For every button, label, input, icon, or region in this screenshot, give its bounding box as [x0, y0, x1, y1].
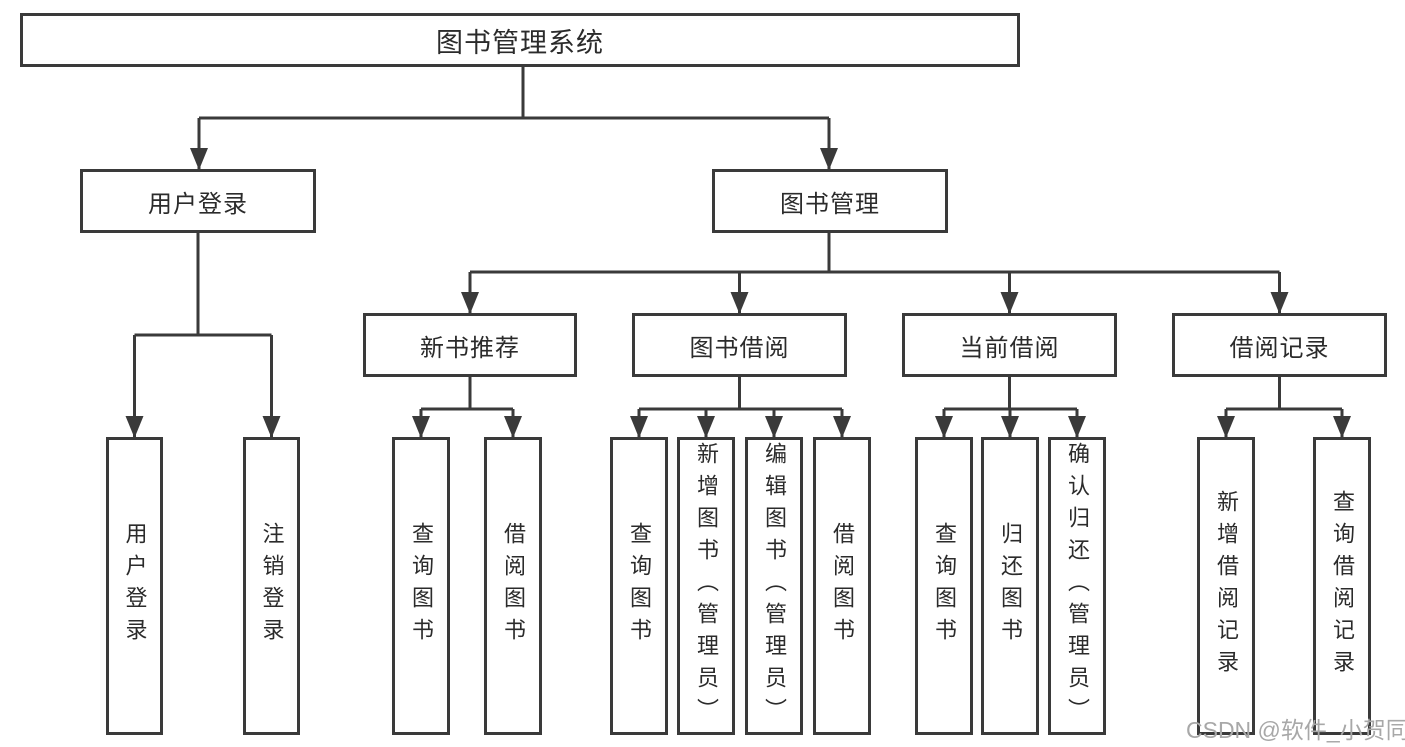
node-label: 查询借阅记录 [1330, 490, 1355, 682]
node-current-borrowing: 当前借阅 [902, 313, 1117, 377]
node-label: 图书管理 [780, 190, 880, 218]
node-label: 图书管理系统 [436, 27, 604, 58]
node-label: 查询图书 [627, 522, 652, 650]
node-label: 确认归还（管理员） [1065, 442, 1090, 730]
node-new-book-recommendation: 新书推荐 [363, 313, 577, 377]
leaf-logout: 注销登录 [243, 437, 300, 735]
connector-borrow-records-branch [1217, 377, 1351, 438]
connector-root-branch [190, 67, 838, 170]
leaf-query-books-borrow: 查询图书 [610, 437, 668, 735]
leaf-query-borrow-record: 查询借阅记录 [1313, 437, 1371, 735]
node-label: 查询图书 [932, 522, 957, 650]
leaf-borrow-books-recommend: 借阅图书 [484, 437, 542, 735]
leaf-add-books-admin: 新增图书（管理员） [677, 437, 735, 735]
connector-book-management-branch [461, 233, 1289, 314]
node-label: 当前借阅 [959, 334, 1060, 362]
node-label: 用户登录 [122, 522, 148, 650]
node-user-login: 用户登录 [80, 169, 316, 233]
connector-user-login-branch [125, 233, 281, 438]
leaf-user-login: 用户登录 [106, 437, 163, 735]
leaf-edit-books-admin: 编辑图书（管理员） [745, 437, 803, 735]
connector-current-borrow-branch [935, 377, 1086, 438]
node-label: 新增借阅记录 [1214, 490, 1239, 682]
node-book-borrowing: 图书借阅 [632, 313, 847, 377]
leaf-return-books: 归还图书 [981, 437, 1039, 735]
node-label: 注销登录 [259, 522, 285, 650]
node-label: 借阅记录 [1229, 334, 1330, 362]
leaf-add-borrow-record: 新增借阅记录 [1197, 437, 1255, 735]
connector-book-borrow-branch [630, 377, 851, 438]
node-label: 新书推荐 [420, 334, 520, 362]
node-book-management: 图书管理 [712, 169, 948, 233]
connector-new-book-branch [412, 377, 522, 438]
node-library-management-system: 图书管理系统 [20, 13, 1020, 67]
node-label: 新增图书（管理员） [694, 442, 719, 730]
node-label: 归还图书 [998, 522, 1023, 650]
node-label: 借阅图书 [830, 522, 855, 650]
node-label: 查询图书 [409, 522, 434, 650]
leaf-confirm-return-admin: 确认归还（管理员） [1048, 437, 1106, 735]
node-label: 图书借阅 [689, 334, 790, 362]
leaf-query-books-current: 查询图书 [915, 437, 973, 735]
leaf-borrow-books: 借阅图书 [813, 437, 871, 735]
node-borrowing-records: 借阅记录 [1172, 313, 1387, 377]
node-label: 编辑图书（管理员） [762, 442, 787, 730]
leaf-query-books-recommend: 查询图书 [392, 437, 450, 735]
node-label: 用户登录 [148, 190, 248, 218]
node-label: 借阅图书 [501, 522, 526, 650]
